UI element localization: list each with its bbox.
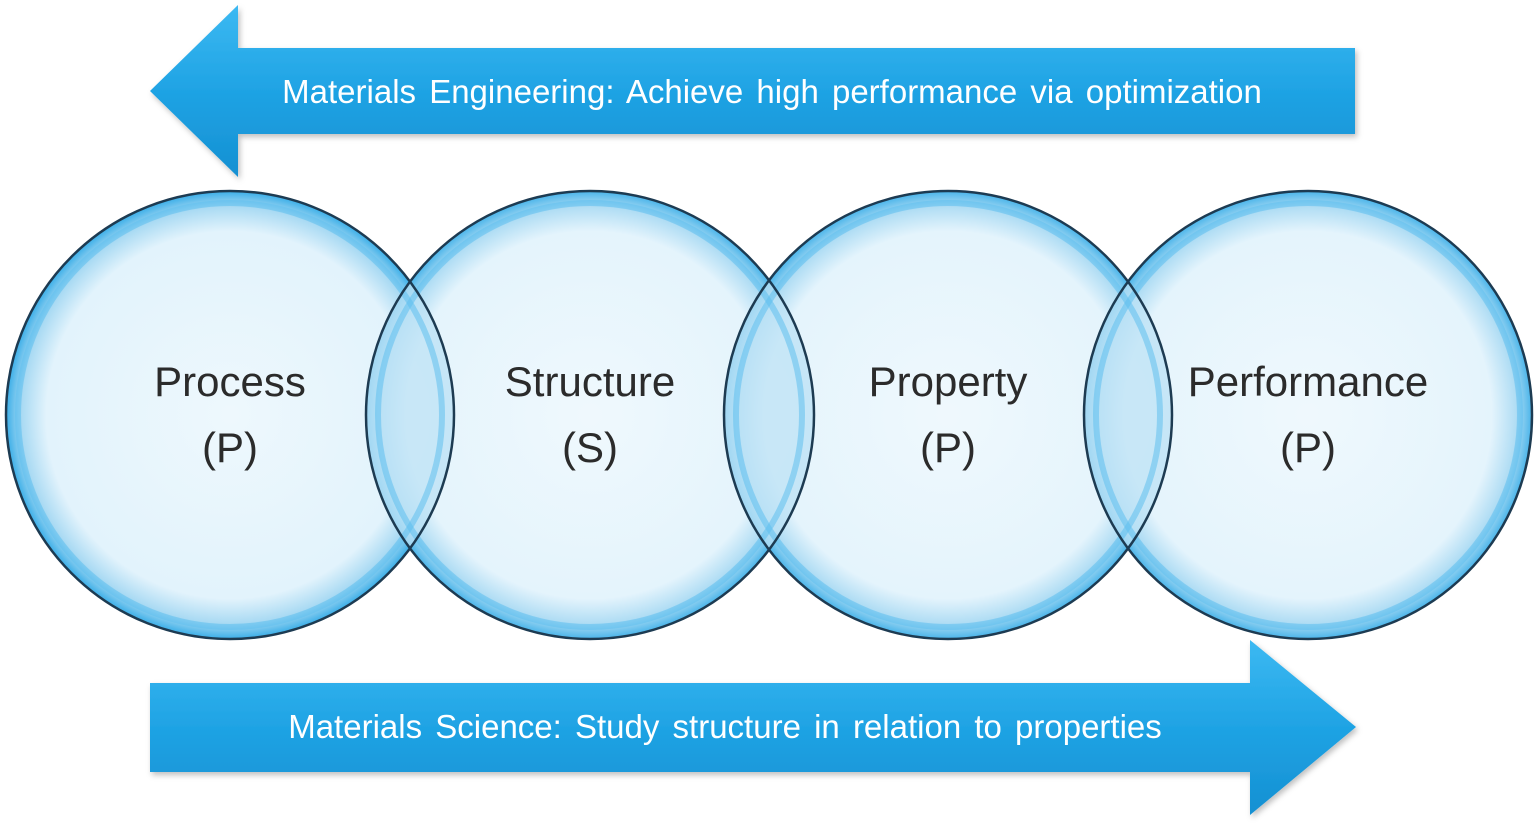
process-label: Process bbox=[154, 358, 306, 405]
property-abbr: (P) bbox=[920, 424, 976, 471]
circle-process bbox=[6, 191, 454, 639]
structure-abbr: (S) bbox=[562, 424, 618, 471]
bottom-arrow-shape bbox=[150, 640, 1356, 815]
structure-label: Structure bbox=[505, 358, 675, 405]
performance-label: Performance bbox=[1188, 358, 1428, 405]
bottom-arrow-label: Materials Science: Study structure in re… bbox=[288, 708, 1162, 745]
circle-property bbox=[724, 191, 1172, 639]
circle-labels: Process (P) Structure (S) Property (P) P… bbox=[154, 358, 1428, 471]
bottom-arrow: Materials Science: Study structure in re… bbox=[150, 640, 1356, 815]
top-arrow-label: Materials Engineering: Achieve high perf… bbox=[282, 73, 1262, 110]
circle-structure bbox=[366, 191, 814, 639]
property-label: Property bbox=[869, 358, 1028, 405]
circles-group bbox=[4, 189, 1534, 641]
performance-abbr: (P) bbox=[1280, 424, 1336, 471]
process-abbr: (P) bbox=[202, 424, 258, 471]
top-arrow: Materials Engineering: Achieve high perf… bbox=[150, 5, 1355, 177]
circle-performance bbox=[1084, 191, 1532, 639]
top-arrow-shape bbox=[150, 5, 1355, 177]
